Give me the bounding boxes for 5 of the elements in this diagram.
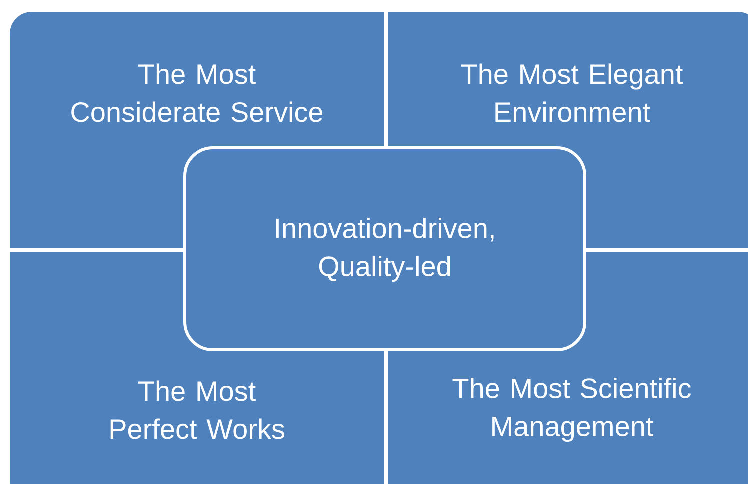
- node-label: The Most Elegant Environment: [461, 64, 684, 122]
- node-label: The Most Considerate Service: [72, 64, 323, 122]
- node-label: The Most Perfect Works: [110, 380, 284, 440]
- node-label: The Most Scientific Management: [452, 378, 692, 442]
- center-box: Innovation-driven, Quality-led: [184, 146, 586, 352]
